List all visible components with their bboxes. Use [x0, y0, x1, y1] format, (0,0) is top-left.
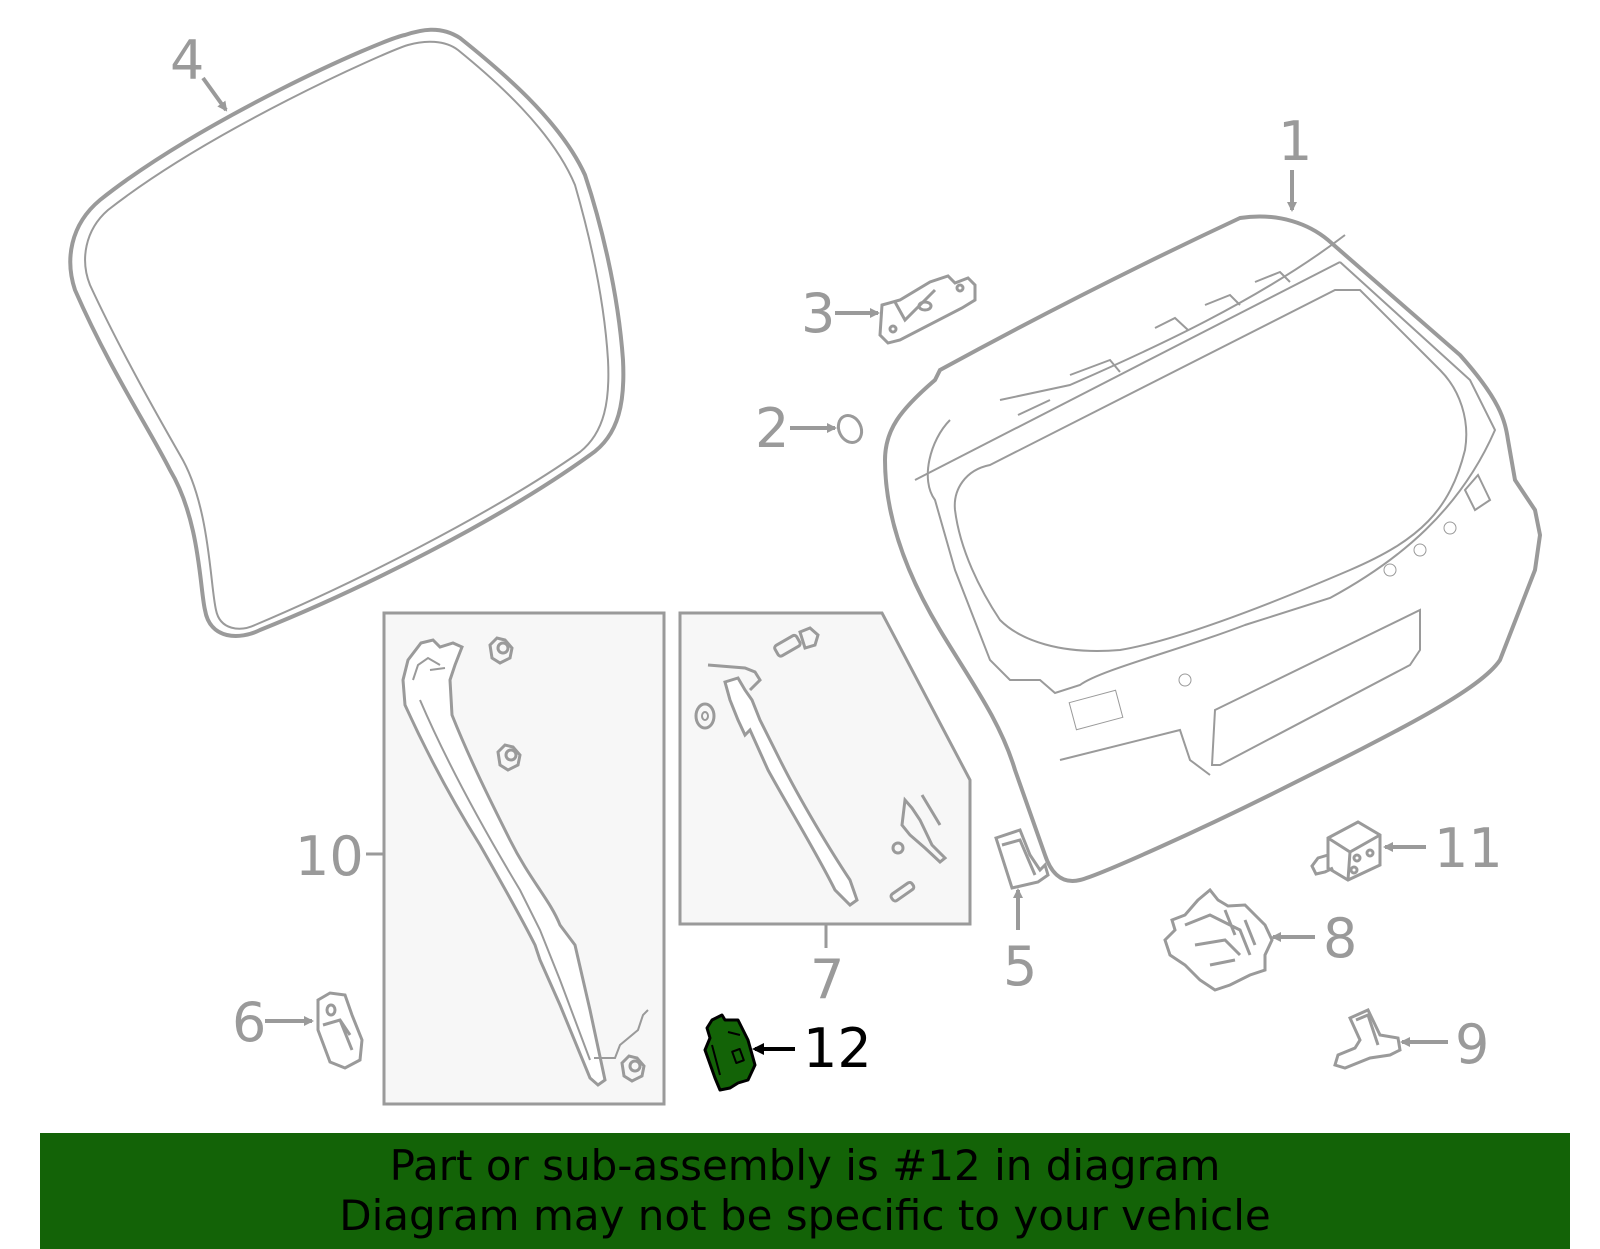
banner-line-1: Part or sub-assembly is #12 in diagram	[389, 1141, 1221, 1190]
callout-label-12: 12	[803, 1017, 872, 1080]
part-4-weatherstrip[interactable]	[68, 27, 626, 638]
callout-label-6: 6	[232, 991, 267, 1054]
part-5-bracket[interactable]	[994, 828, 1050, 890]
callout-label-11: 11	[1434, 817, 1503, 880]
part-9-striker[interactable]	[1333, 1008, 1402, 1070]
callout-label-4: 4	[170, 29, 205, 92]
part-2-grommet[interactable]	[834, 412, 866, 447]
part-1-liftgate[interactable]	[882, 214, 1543, 883]
info-banner: Part or sub-assembly is #12 in diagram D…	[40, 1133, 1570, 1249]
part-8-latch[interactable]	[1163, 887, 1274, 992]
part-11-switch[interactable]	[1310, 820, 1382, 882]
part-3-hinge[interactable]	[878, 274, 977, 345]
callout-label-3: 3	[801, 282, 836, 345]
callout-label-2: 2	[755, 397, 790, 460]
callout-label-1: 1	[1278, 110, 1313, 173]
callout-label-5: 5	[1003, 935, 1038, 998]
part-7-box[interactable]	[678, 611, 972, 926]
part-12-highlighted[interactable]	[703, 1013, 757, 1092]
callout-label-10: 10	[295, 825, 364, 888]
callout-label-8: 8	[1323, 907, 1358, 970]
part-6-bracket[interactable]	[316, 991, 364, 1070]
callout-label-7: 7	[810, 948, 845, 1011]
part-10-box[interactable]	[382, 611, 666, 1106]
banner-line-2: Diagram may not be specific to your vehi…	[339, 1191, 1271, 1240]
callout-4-leader	[201, 76, 228, 112]
callout-label-9: 9	[1455, 1013, 1490, 1076]
